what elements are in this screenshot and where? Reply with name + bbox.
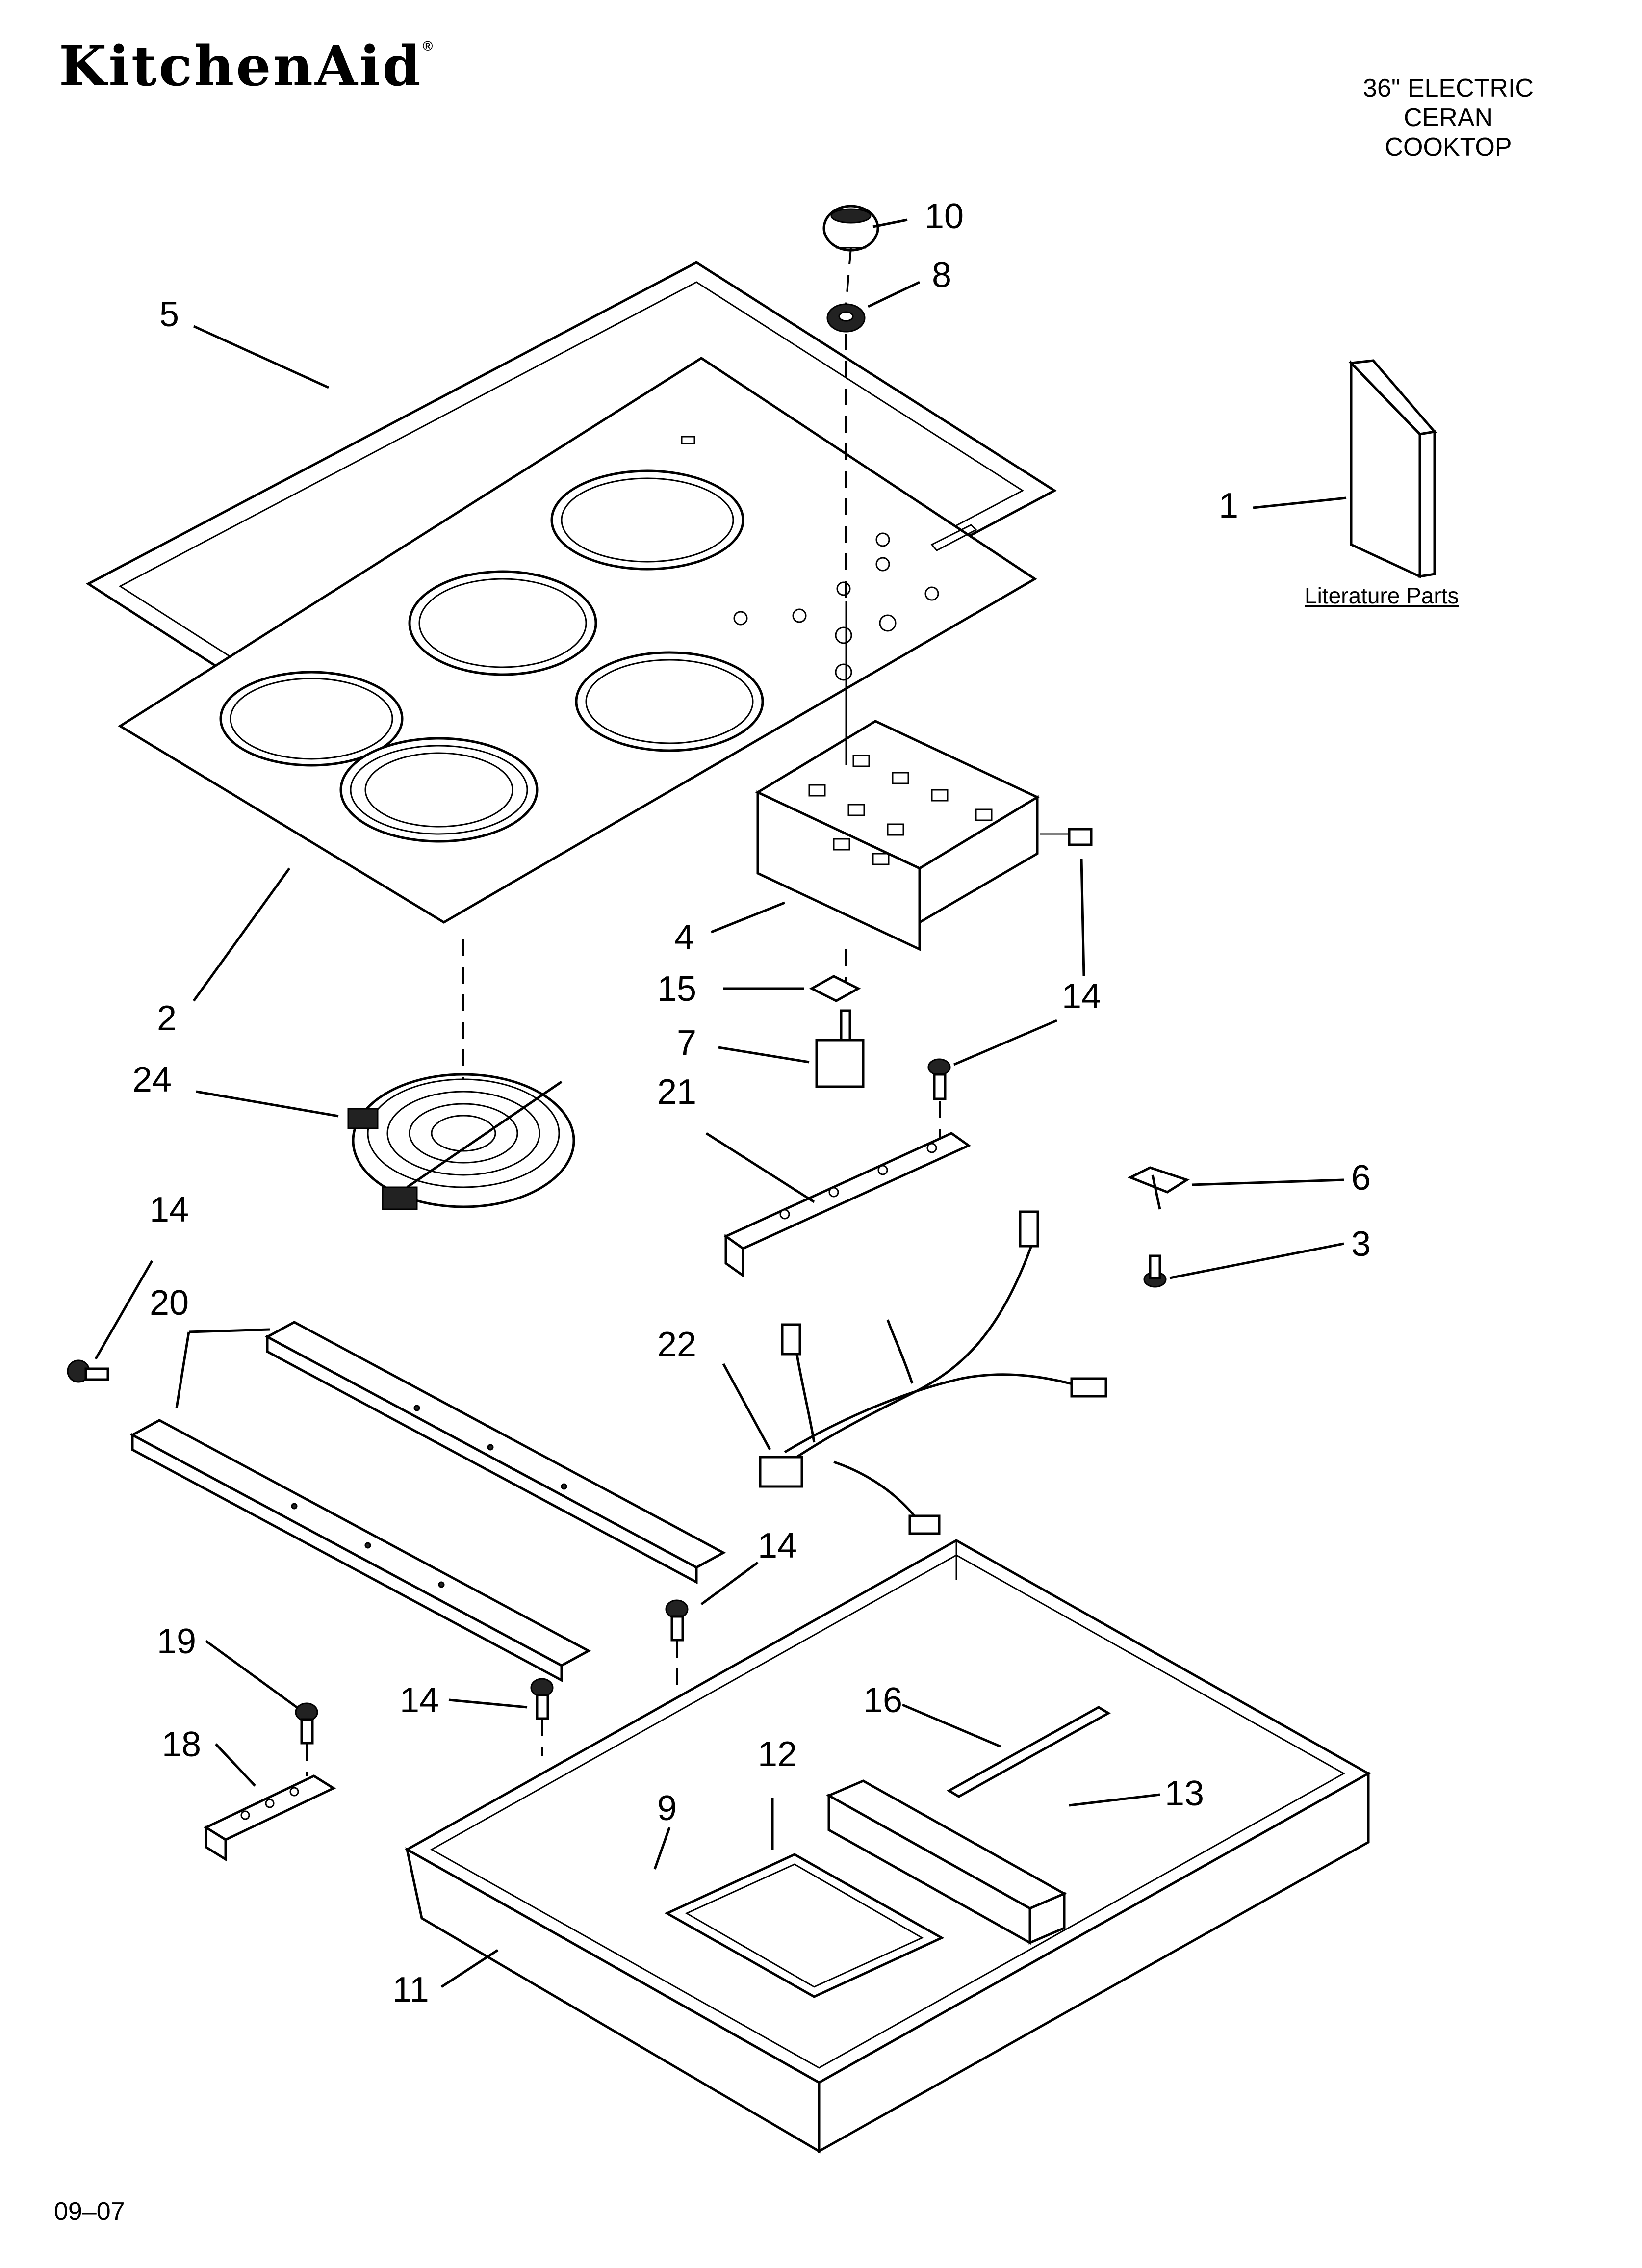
part-8-seal — [826, 303, 866, 333]
part-6-clip — [1127, 1166, 1190, 1210]
date-code: 09–07 — [54, 2197, 125, 2226]
part-14-screw-e — [530, 1678, 554, 1756]
part-14-screw-c — [67, 1359, 109, 1383]
part-21-bracket — [723, 1132, 971, 1278]
title-line-1: 36" ELECTRIC — [1363, 74, 1534, 103]
callout-11: 11 — [392, 1970, 429, 2009]
part-20-rail-upper — [264, 1321, 726, 1585]
callout-12: 12 — [758, 1735, 797, 1774]
callout-1: 1 — [1219, 486, 1238, 525]
part-14-screw-b — [927, 1058, 951, 1138]
callout-14-left: 14 — [150, 1190, 189, 1229]
part-14-screw-d — [665, 1599, 689, 1688]
callout-7: 7 — [677, 1023, 696, 1063]
callout-16: 16 — [863, 1681, 902, 1720]
knob-centerline — [845, 247, 852, 305]
brand-name: KitchenAid — [59, 34, 423, 99]
title-line-2: CERAN — [1403, 104, 1493, 132]
part-12-bracket — [664, 1853, 945, 1998]
callout-14-rail: 14 — [758, 1526, 797, 1565]
literature-parts-label: Literature Parts — [1305, 583, 1459, 608]
callout-6: 6 — [1351, 1158, 1371, 1198]
part-22-wire-harness — [759, 1210, 1107, 1535]
part-13-bracket — [826, 1779, 1067, 1945]
callout-18: 18 — [162, 1725, 201, 1764]
callout-20: 20 — [150, 1283, 189, 1323]
part-18-bracket — [203, 1774, 336, 1862]
callout-24: 24 — [132, 1060, 172, 1099]
callout-19: 19 — [157, 1622, 196, 1661]
callout-21: 21 — [657, 1072, 696, 1112]
callout-10: 10 — [924, 197, 964, 236]
part-1-literature — [1348, 359, 1437, 578]
part-19-screw — [295, 1702, 318, 1776]
callout-3: 3 — [1351, 1225, 1371, 1264]
callout-14-bracket: 14 — [1062, 977, 1101, 1016]
part-10-knob — [822, 205, 879, 252]
callout-5: 5 — [159, 295, 179, 334]
callout-22: 22 — [657, 1325, 696, 1364]
part-2-cooktop-base — [118, 357, 1037, 924]
registered-mark: ® — [422, 38, 435, 53]
callout-labels: 10 8 5 1 2 4 14 15 7 14 24 21 6 3 14 20 … — [132, 197, 1459, 2009]
part-15-plate — [809, 975, 861, 1002]
callout-8: 8 — [932, 256, 951, 295]
leader-lines — [94, 218, 1347, 1988]
callout-13: 13 — [1165, 1774, 1204, 1813]
callout-14-pan: 14 — [400, 1681, 439, 1720]
part-14-screw-a — [1040, 828, 1093, 846]
part-3-screw — [1143, 1254, 1167, 1288]
part-24-radiant-element — [347, 1073, 575, 1210]
part-4-control-box — [755, 720, 1040, 951]
part-7-switch — [815, 1009, 865, 1088]
part-16-strip — [947, 1706, 1111, 1798]
callout-2: 2 — [157, 999, 177, 1038]
product-title: 36" ELECTRIC CERAN COOKTOP — [1301, 74, 1595, 162]
callout-15: 15 — [657, 969, 696, 1009]
callout-4: 4 — [674, 918, 694, 957]
part-20-rail-lower — [129, 1419, 591, 1683]
title-line-3: COOKTOP — [1385, 133, 1512, 161]
callout-9: 9 — [657, 1789, 677, 1828]
brand-logo: KitchenAid® — [59, 39, 435, 94]
